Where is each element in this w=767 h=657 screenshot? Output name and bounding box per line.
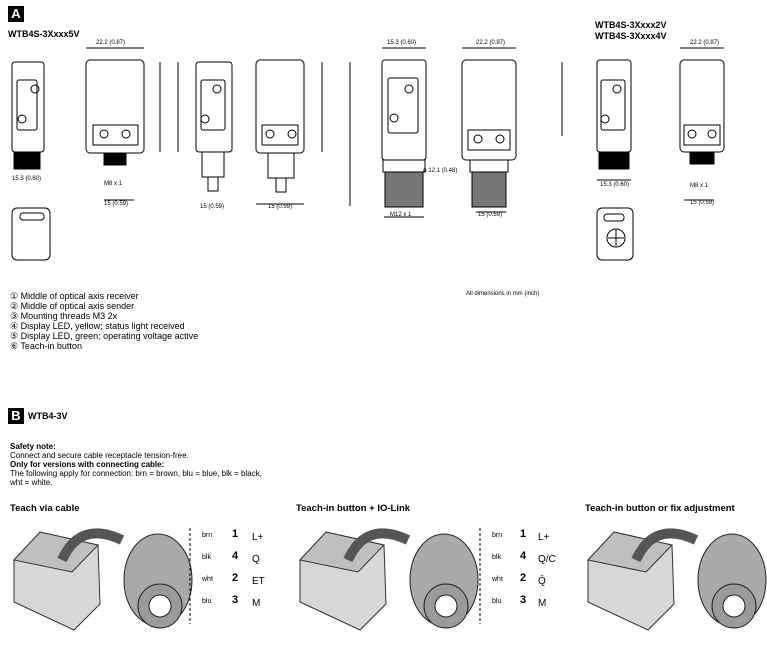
versions-title: Only for versions with connecting cable: [10, 460, 165, 469]
legend-item: ② Middle of optical axis sender [10, 301, 135, 311]
section-b-model: WTB4-3V [28, 411, 68, 421]
wire-row: wht 2 Q̄ [492, 572, 546, 587]
legend: ① Middle of optical axis receiver ② Midd… [10, 291, 198, 351]
dim-m12: M12 x 1 [390, 212, 412, 218]
sensor-side-view-1 [85, 47, 179, 201]
dim-15-3-c: 15.3 (0.60) [600, 182, 630, 188]
top-view-right [596, 207, 634, 261]
legend-item: ⑤ Display LED, green; operating voltage … [10, 331, 199, 341]
dim-12-1: ø 12.1 (0.48) [423, 168, 458, 174]
section-a-marker: A [8, 6, 24, 22]
diagram-title-3: Teach-in button or fix adjustment [585, 503, 735, 514]
dims-note: All dimensions in mm (inch) [466, 291, 540, 297]
sensor-front-view-2 [195, 61, 233, 192]
top-view-left [11, 207, 51, 261]
model-label-right-1: WTB4S-3Xxxx2V [595, 20, 667, 30]
safety-title: Safety note: [10, 442, 56, 451]
wire-row: blu 3 M [492, 594, 547, 609]
legend-item: ① Middle of optical axis receiver [10, 291, 139, 301]
legend-item: ④ Display LED, yellow; status light rece… [10, 321, 185, 331]
diagram-title-2: Teach-in button + IO-Link [296, 503, 411, 514]
dim-m8-b: M8 x 1 [690, 183, 709, 189]
dim-15-c: 15 (0.59) [268, 204, 293, 210]
dim-15-a: 15 (0.59) [104, 201, 129, 207]
sensor-side-view-right [679, 47, 725, 201]
dim-15-b: 15 (0.59) [200, 204, 225, 210]
sensor-front-view-m12 [349, 47, 427, 218]
wire-row: blk 4 Q [202, 550, 260, 565]
sensor-side-view-m12 [461, 47, 563, 213]
dim-22-2-b: 22.2 (0.87) [476, 40, 506, 46]
model-label-right-2: WTB4S-3Xxxx4V [595, 31, 667, 41]
diagram-title-1: Teach via cable [10, 503, 80, 514]
dim-15-e: 15 (0.59) [690, 200, 715, 206]
dim-22-2-a: 22.2 (0.87) [96, 40, 126, 46]
dim-15-3: 15.3 (0.60) [12, 176, 42, 182]
sensor-front-view-1 [11, 61, 45, 170]
sensor-front-view-right [596, 59, 632, 181]
wiring-schematics [189, 528, 481, 624]
dim-m8: M8 x 1 [104, 181, 123, 187]
model-label-left: WTB4S-3Xxxx5V [8, 29, 80, 39]
wiring-table-2: brn 1 L+ blk 4 Q/C wht 2 Q̄ blu 3 M [482, 528, 572, 616]
dim-15-d: 15 (0.59) [478, 212, 503, 218]
wire-row: wht 2 ET [202, 572, 265, 587]
teach-button-outline [606, 228, 626, 248]
wire-row: blu 3 M [202, 594, 261, 609]
versions-text-2: wht = white. [10, 478, 53, 487]
safety-note: Safety note: Connect and secure cable re… [10, 442, 262, 487]
wire-row: brn 1 L+ [492, 528, 550, 543]
dim-15-3-b: 15.3 (0.60) [387, 40, 417, 46]
sensor-side-view-2 [255, 59, 323, 205]
section-b-marker: B [8, 408, 24, 424]
wiring-table-1: brn 1 L+ blk 4 Q wht 2 ET blu 3 M [192, 528, 282, 616]
dim-22-2-c: 22.2 (0.87) [690, 40, 720, 46]
versions-text-1: The following apply for connection: brn … [10, 469, 262, 478]
legend-item: ⑥ Teach-in button [10, 341, 82, 351]
connector-illustrations [13, 528, 767, 631]
legend-item: ③ Mounting threads M3 2x [10, 311, 118, 321]
safety-text: Connect and secure cable receptacle tens… [10, 451, 189, 460]
wire-row: blk 4 Q/C [492, 550, 556, 565]
wire-row: brn 1 L+ [202, 528, 264, 543]
